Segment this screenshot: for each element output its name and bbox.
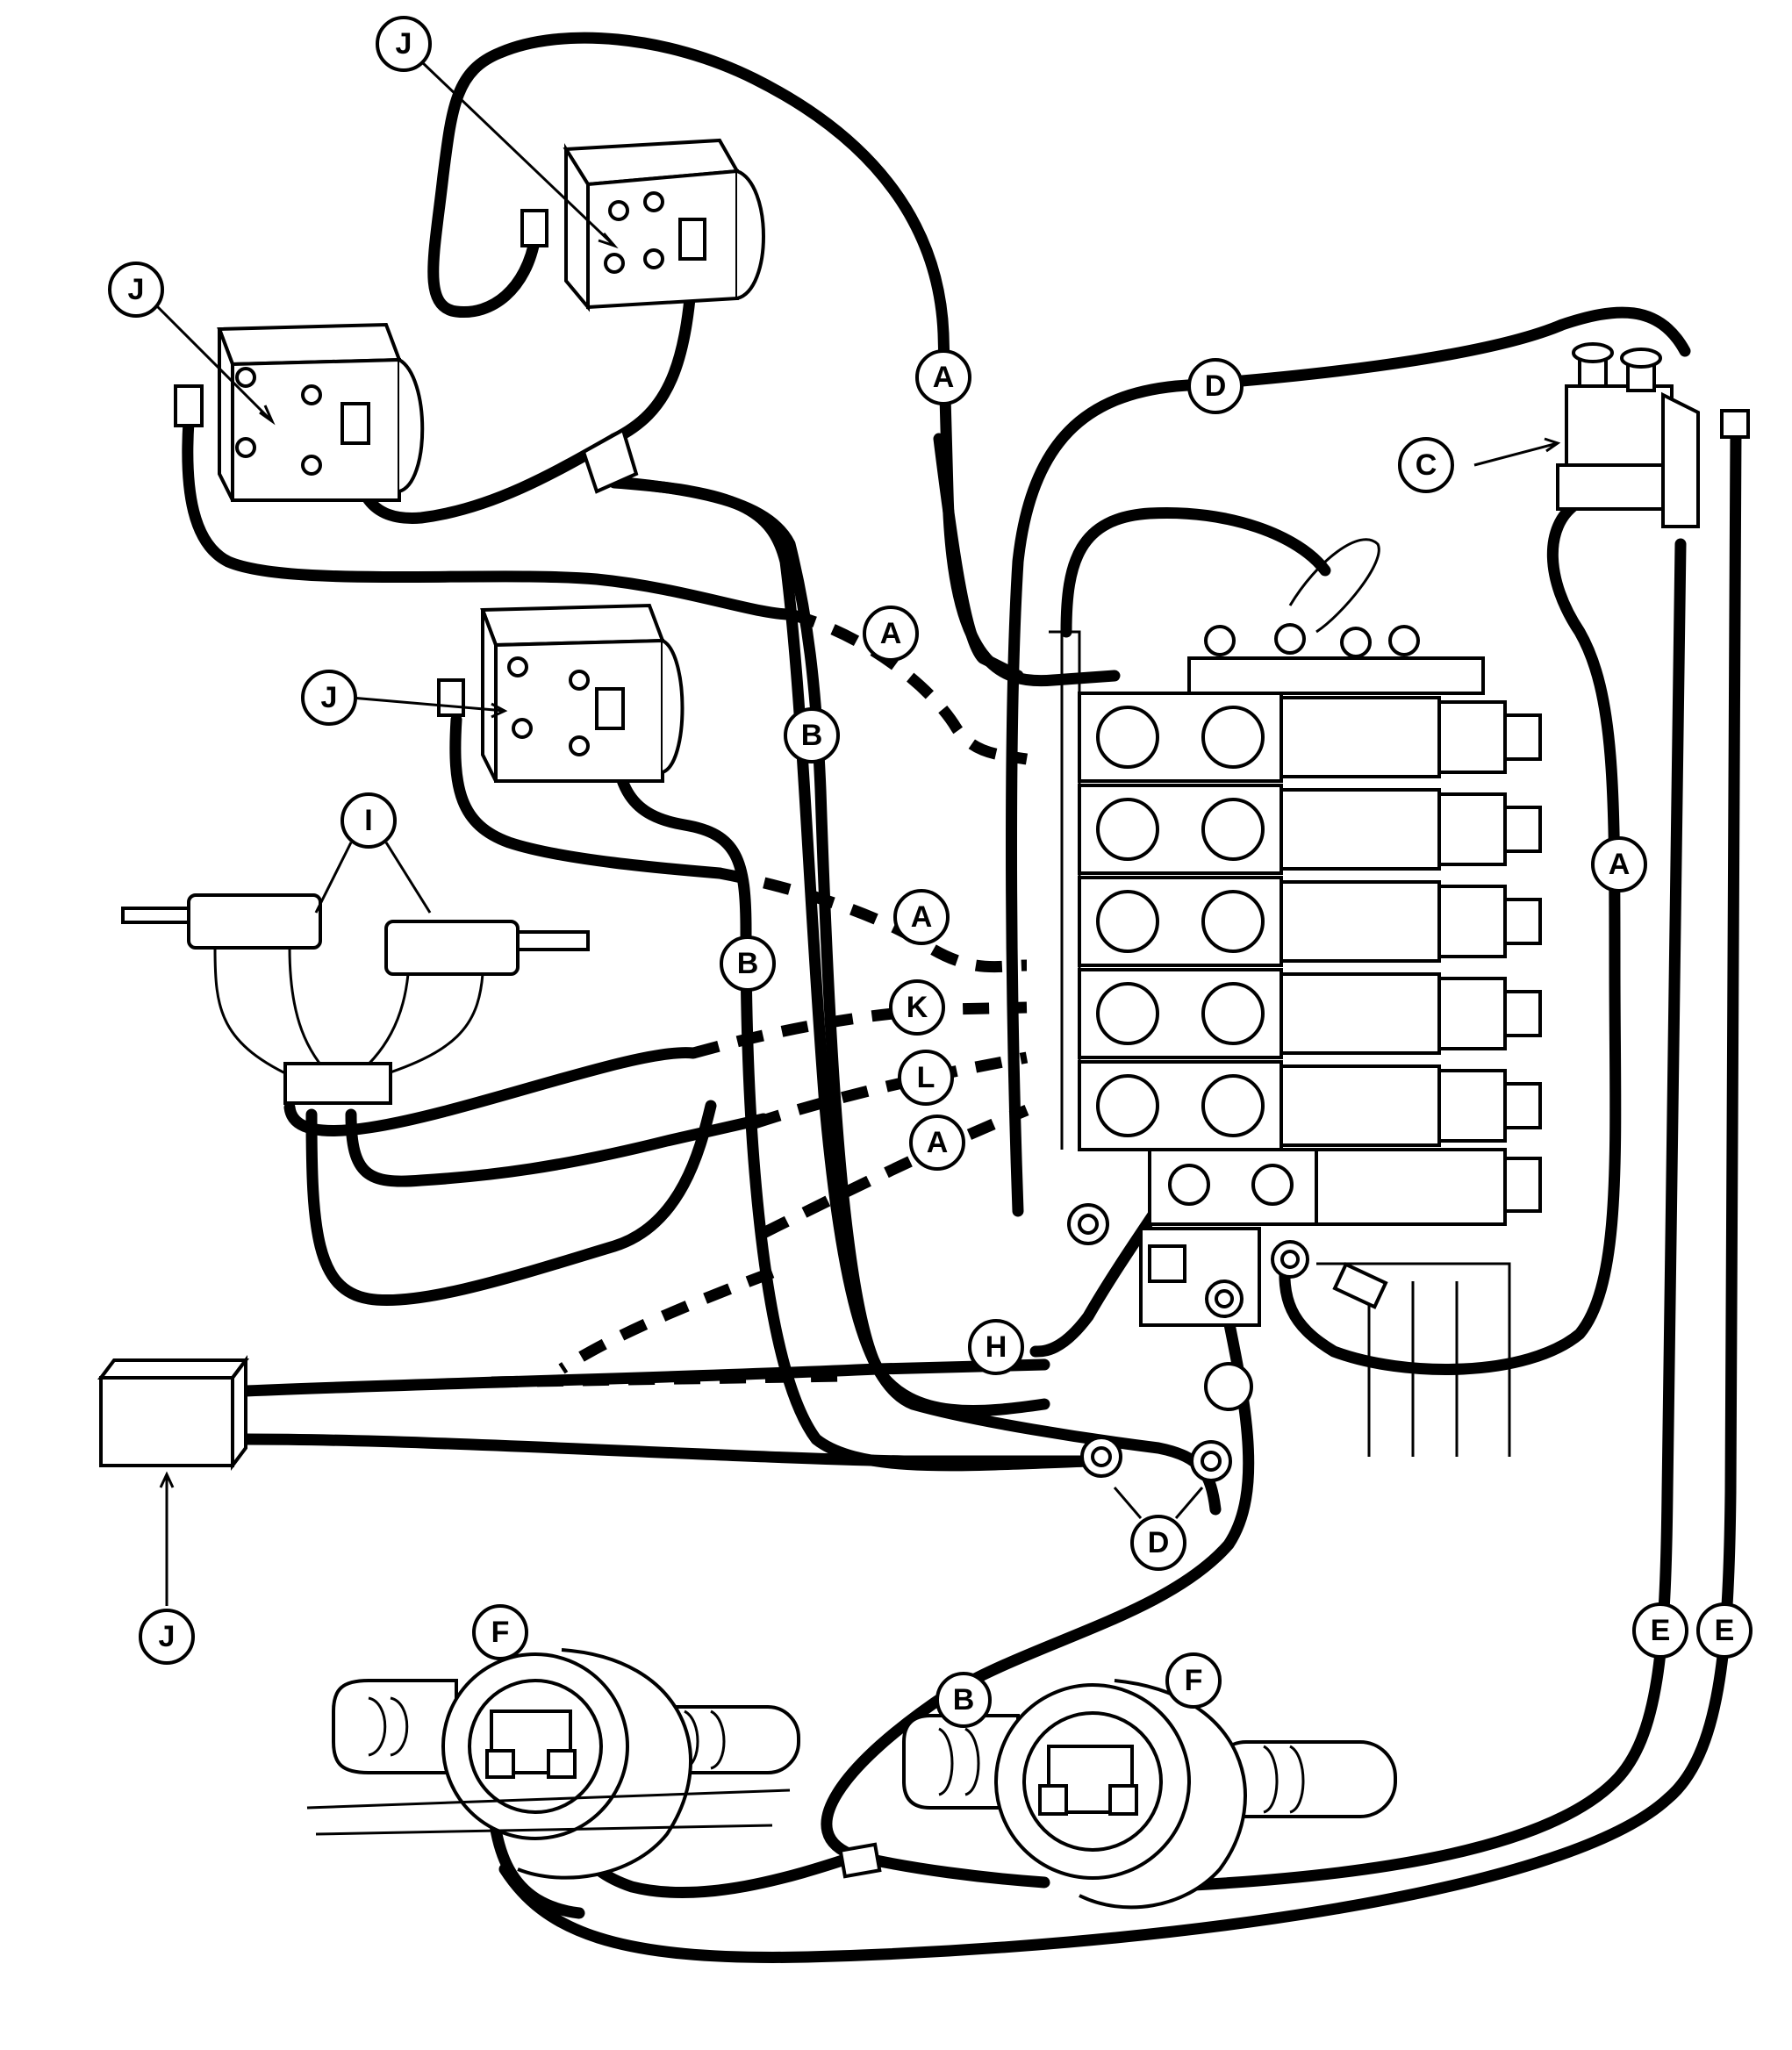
tee-lower: [838, 1842, 882, 1879]
callout-C-label: C: [1416, 448, 1437, 482]
hose-valve-top-loop: [1060, 506, 1331, 638]
hose-tee-right: [617, 477, 1050, 1417]
callout-E-inner: E: [1632, 1602, 1688, 1659]
callout-K: K: [889, 979, 945, 1036]
callout-J-box: J: [139, 1609, 195, 1665]
callout-A-right: A: [1591, 836, 1647, 892]
callout-A-upper-label: A: [933, 361, 955, 394]
callout-H-label: H: [986, 1330, 1007, 1364]
callout-D-top-label: D: [1205, 369, 1227, 403]
callout-I-label: I: [364, 804, 372, 837]
callout-D-bottom: D: [1130, 1515, 1186, 1571]
valve-section-3: [1078, 876, 1542, 967]
valve-section-5: [1078, 1060, 1542, 1151]
callout-B-middle: B: [720, 935, 776, 992]
callout-L: L: [898, 1050, 954, 1106]
callout-K-label: K: [907, 991, 928, 1024]
callout-A-fourth-label: A: [927, 1126, 949, 1159]
callout-J-top-label: J: [396, 27, 412, 61]
callout-B-upper: B: [784, 707, 840, 763]
callout-J-left-label: J: [128, 273, 145, 306]
hose-I-left: [283, 1047, 699, 1136]
hose-cylinder-2-left: [182, 415, 796, 620]
callout-E-outer-label: E: [1715, 1614, 1735, 1647]
hose-box-dashed: [491, 1370, 843, 1388]
hose-A-dashed-3: [761, 1104, 1029, 1238]
callout-A-fourth: A: [909, 1115, 965, 1171]
callout-B-upper-label: B: [801, 719, 823, 752]
valve-section-1: [1078, 692, 1542, 783]
hose-L-dashed: [752, 1051, 1029, 1129]
cylinder-J-top: [520, 138, 765, 312]
callout-A-upper: A: [915, 349, 971, 405]
callout-A-second: A: [863, 606, 919, 662]
brake-F-left: [306, 1648, 800, 1880]
cylinder-J-left: [174, 322, 425, 502]
callout-J-top: J: [376, 16, 432, 72]
hose-A-right: [1279, 498, 1622, 1375]
callouts: J J J J A A A A: [108, 16, 1753, 1728]
valve-inlet-section: [1148, 1148, 1542, 1226]
leader-lines: [152, 60, 1561, 1606]
hose-B-lower: [821, 1293, 1255, 1862]
hose-I-loop-2: [345, 1108, 770, 1187]
callout-A-second-label: A: [880, 617, 902, 650]
callout-B-lower-label: B: [953, 1683, 975, 1717]
callout-F-right: F: [1165, 1652, 1222, 1709]
callout-J-left: J: [108, 262, 164, 318]
callout-D-bottom-label: D: [1148, 1526, 1170, 1559]
callout-L-label: L: [917, 1061, 935, 1094]
hose-B-long: [608, 477, 1222, 1516]
callout-F-right-label: F: [1185, 1664, 1203, 1697]
valve-section-4: [1078, 968, 1542, 1059]
actuator-I: [121, 893, 590, 1105]
callout-E-outer: E: [1696, 1602, 1753, 1659]
box-J-bottom: [97, 1355, 249, 1471]
callout-D-top: D: [1187, 358, 1244, 414]
brake-valve-C: [1556, 342, 1750, 528]
hose-D-top: [1006, 306, 1691, 1217]
callout-B-lower: B: [935, 1672, 992, 1728]
callout-A-third: A: [893, 889, 950, 945]
hose-box-lower-dashed: [558, 1266, 775, 1374]
hose-tee-to-F2: [849, 1850, 1050, 1889]
callout-J-box-label: J: [159, 1620, 176, 1653]
valve-section-2: [1078, 784, 1542, 875]
hose-A-dashed-1: [788, 608, 1029, 765]
hose-box-lower: [240, 1433, 1103, 1467]
hose-A-upper: [933, 433, 1024, 682]
hose-cylinder-3-left: [449, 713, 726, 879]
callout-A-third-label: A: [911, 900, 933, 934]
callout-C: C: [1398, 437, 1454, 493]
hose-E-outer: [498, 424, 1742, 1963]
callout-E-inner-label: E: [1651, 1614, 1671, 1647]
control-valve-assembly: [1049, 538, 1542, 1482]
callout-A-right-label: A: [1609, 848, 1631, 881]
callout-F-left: F: [472, 1604, 528, 1660]
callout-B-middle-label: B: [737, 947, 759, 980]
callout-J-middle: J: [301, 670, 357, 726]
callout-H: H: [968, 1319, 1024, 1375]
cylinder-J-middle: [437, 603, 685, 783]
hose-I-loop-1: [305, 1100, 717, 1307]
callout-F-left-label: F: [491, 1616, 510, 1649]
tee-upper: [581, 427, 639, 494]
brake-F-right: [902, 1679, 1397, 1910]
callout-J-middle-label: J: [321, 681, 338, 714]
callout-I: I: [340, 792, 397, 849]
